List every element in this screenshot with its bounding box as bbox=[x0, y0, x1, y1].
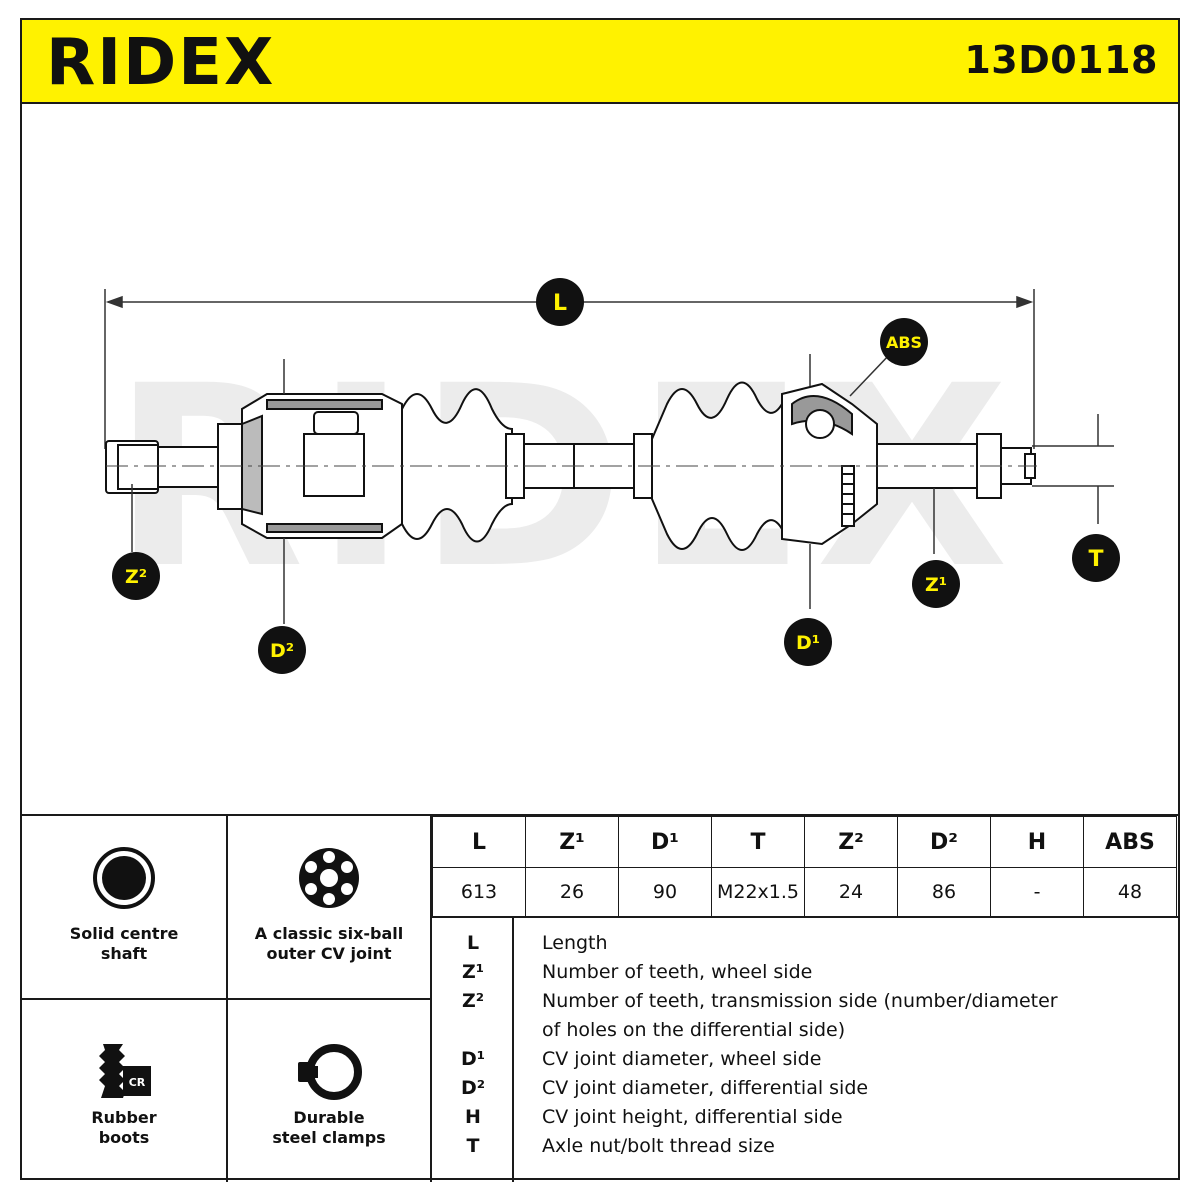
value-cell: 613 bbox=[432, 867, 526, 917]
six-ball-joint-icon bbox=[299, 848, 359, 908]
steel-clamp-icon bbox=[298, 1044, 362, 1100]
header-bar: RIDEX 13D0118 bbox=[22, 20, 1178, 104]
header-cell: D¹ bbox=[618, 816, 712, 868]
value-cell: 86 bbox=[897, 867, 991, 917]
callout-ABS: ABS bbox=[880, 318, 928, 366]
leader-lines bbox=[131, 353, 1114, 624]
header-cell: H bbox=[990, 816, 1084, 868]
specs-section: Solid centre shaft A classic six-ball bbox=[22, 814, 1178, 1182]
legend-row: Z² Number of teeth, transmission side (n… bbox=[461, 990, 1058, 1012]
callout-T: T bbox=[1072, 534, 1120, 582]
solid-shaft-icon bbox=[93, 847, 155, 909]
feature-label: Rubber boots bbox=[91, 1108, 157, 1147]
value-cell: 48 bbox=[1083, 867, 1177, 917]
dimensions-header-row: L Z¹ D¹ T Z² D² H ABS bbox=[432, 816, 1177, 868]
ridex-logo: RIDEX bbox=[46, 26, 275, 100]
value-cell: 24 bbox=[804, 867, 898, 917]
feature-label: A classic six-ball outer CV joint bbox=[254, 924, 404, 963]
legend-key-column bbox=[432, 918, 514, 1182]
value-cell: - bbox=[990, 867, 1084, 917]
callout-D2: D² bbox=[258, 626, 306, 674]
product-sheet: RIDEX 13D0118 RIDEX bbox=[20, 18, 1180, 1182]
svg-text:D²: D² bbox=[270, 640, 294, 662]
feature-six-ball-joint: A classic six-ball outer CV joint bbox=[228, 816, 432, 1000]
feature-steel-clamps: Durable steel clamps bbox=[228, 1000, 432, 1182]
dimensions-value-row: 613 26 90 M22x1.5 24 86 - 48 bbox=[432, 867, 1177, 917]
drive-shaft-drawing: RIDEX bbox=[104, 278, 1120, 674]
feature-rubber-boots: CR Rubber boots bbox=[22, 1000, 228, 1182]
legend-row: D¹ CV joint diameter, wheel side bbox=[460, 1048, 822, 1070]
dimensions-table: L Z¹ D¹ T Z² D² H ABS 613 26 90 M22x1.5 … bbox=[432, 816, 1177, 917]
legend-row: Z¹ Number of teeth, wheel side bbox=[461, 961, 813, 983]
feature-label: Durable steel clamps bbox=[272, 1108, 386, 1147]
svg-text:L: L bbox=[553, 291, 567, 316]
legend-row: D² CV joint diameter, differential side bbox=[460, 1077, 869, 1099]
value-cell: M22x1.5 bbox=[711, 867, 805, 917]
callout-L: L bbox=[536, 278, 584, 326]
svg-text:CR: CR bbox=[129, 1076, 146, 1089]
value-cell: 26 bbox=[525, 867, 619, 917]
legend-row: T Axle nut/bolt thread size bbox=[466, 1135, 775, 1157]
svg-text:T: T bbox=[1088, 547, 1103, 572]
svg-text:Z²: Z² bbox=[125, 566, 147, 588]
svg-text:D¹: D¹ bbox=[796, 632, 820, 654]
svg-text:RIDEX: RIDEX bbox=[46, 26, 275, 100]
svg-text:Z¹: Z¹ bbox=[925, 574, 947, 596]
callout-Z1: Z¹ bbox=[912, 560, 960, 608]
header-cell: D² bbox=[897, 816, 991, 868]
legend-row: H CV joint height, differential side bbox=[465, 1106, 843, 1128]
feature-solid-shaft: Solid centre shaft bbox=[22, 816, 228, 1000]
legend-row: L Length bbox=[466, 932, 608, 954]
header-cell: L bbox=[432, 816, 526, 868]
svg-text:ABS: ABS bbox=[886, 333, 922, 352]
value-cell: 90 bbox=[618, 867, 712, 917]
header-cell: Z² bbox=[804, 816, 898, 868]
legend-row: of holes on the differential side) bbox=[542, 1019, 846, 1041]
feature-label: Solid centre shaft bbox=[69, 924, 179, 963]
legend: L Length Z¹ Number of teeth, wheel side … bbox=[432, 916, 1178, 1182]
rubber-boot-cr-icon: CR bbox=[99, 1044, 151, 1098]
part-number: 13D0118 bbox=[964, 38, 1158, 82]
header-cell: Z¹ bbox=[525, 816, 619, 868]
callout-D1: D¹ bbox=[784, 618, 832, 666]
header-cell: T bbox=[711, 816, 805, 868]
header-cell: ABS bbox=[1083, 816, 1177, 868]
callout-Z2: Z² bbox=[112, 552, 160, 600]
